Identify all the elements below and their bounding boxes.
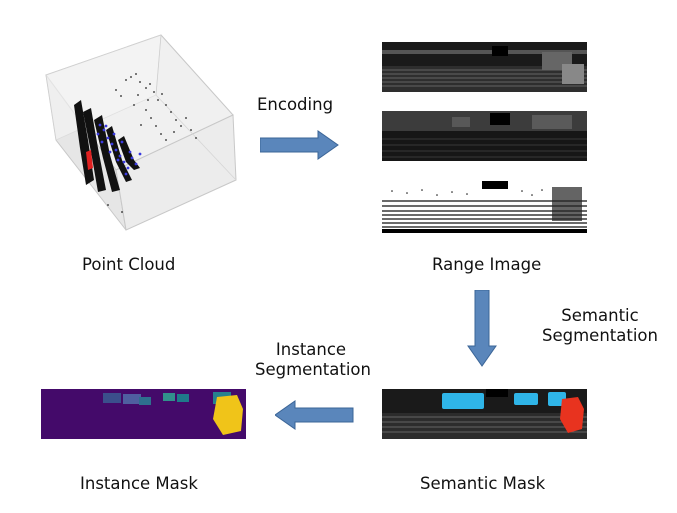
point-cloud-red-points — [86, 150, 93, 170]
semantic-segmentation-arrow — [467, 290, 497, 367]
encoding-arrow — [260, 130, 339, 160]
encoding-label: Encoding — [257, 95, 334, 114]
instance-segmentation-label-line1: Instance — [275, 340, 347, 359]
semantic-mask-car-regions — [442, 392, 566, 409]
point-cloud-label: Point Cloud — [82, 255, 176, 274]
instance-mask-regions — [103, 392, 243, 435]
semantic-mask-cyclist-region — [560, 397, 584, 433]
instance-segmentation-arrow — [275, 400, 354, 430]
instance-mask-label: Instance Mask — [80, 474, 198, 493]
semantic-segmentation-label-line2: Segmentation — [542, 326, 658, 345]
range-image-intensity — [382, 111, 587, 161]
instance-mask-image — [41, 389, 246, 439]
instance-segmentation-label: Instance Segmentation — [255, 340, 371, 380]
semantic-mask-label: Semantic Mask — [420, 474, 546, 493]
range-image-depth — [382, 42, 587, 92]
range-image-label: Range Image — [432, 255, 542, 274]
instance-segmentation-label-line2: Segmentation — [255, 360, 371, 379]
point-cloud-figure — [45, 34, 237, 231]
semantic-mask-image — [382, 389, 587, 439]
semantic-segmentation-label-line1: Semantic — [561, 306, 639, 325]
point-cloud-black-points — [74, 100, 140, 192]
semantic-segmentation-label: Semantic Segmentation — [540, 306, 660, 346]
point-cloud-sparse-points — [107, 73, 197, 213]
range-image-binary — [382, 181, 587, 233]
point-cloud-blue-points — [96, 123, 142, 176]
